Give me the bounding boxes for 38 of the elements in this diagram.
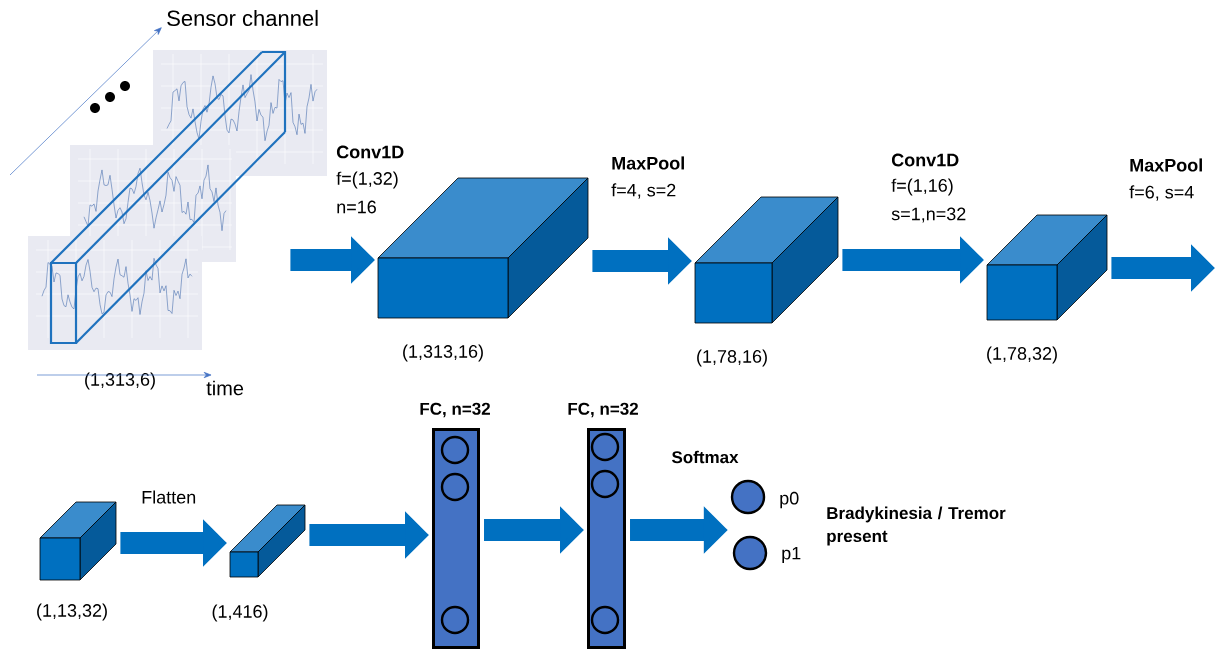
neuron-circle [440,605,470,635]
layer-label: Conv1D [891,153,959,167]
layer-label: Softmax [671,450,739,464]
sensor-plots-drawing [28,50,327,350]
layer-label: Flatten [142,490,196,504]
neuron-circle [440,435,470,465]
layer-label: f=(1,32) [336,171,398,189]
shape-label: (1,313,16) [403,344,483,362]
node-label: FC, n=32 [420,402,490,418]
layer-label: Bradykinesia / Tremor present [827,506,1006,546]
layer-label: MaxPool [612,156,684,170]
cuboid [986,214,1108,321]
shape-label: (1,78,16) [697,349,767,367]
neuron-circle [590,469,620,499]
layer-label: Conv1D [336,145,404,159]
cuboid [39,501,117,581]
layer-label: n=16 [337,200,376,214]
node-label: FC, n=32 [568,402,638,418]
neuron-circle [440,472,470,502]
shape-label: p0 [780,491,799,509]
layer-label: f=(1,16) [891,178,953,196]
layer-label: s=1,n=32 [891,207,966,223]
shape-label: (1,313,6) [85,372,155,390]
cuboid [229,504,306,578]
shape-label: (1,13,32) [37,603,107,621]
layer-label: MaxPool [1130,158,1202,172]
shape-label: (1,416) [212,604,268,622]
shape-label: (1,78,32) [987,346,1057,364]
neuron-circle [590,432,620,462]
layer-label: f=6, s=4 [1129,185,1194,201]
neuron-circle [732,535,768,571]
layer-label: time [206,380,244,396]
shape-label: p1 [782,546,801,564]
neuron-circle [590,605,620,635]
neuron-circle [730,479,766,515]
layer-label: Sensor channel [167,9,318,27]
cuboid [694,196,839,324]
layer-label: f=4, s=2 [611,183,676,199]
